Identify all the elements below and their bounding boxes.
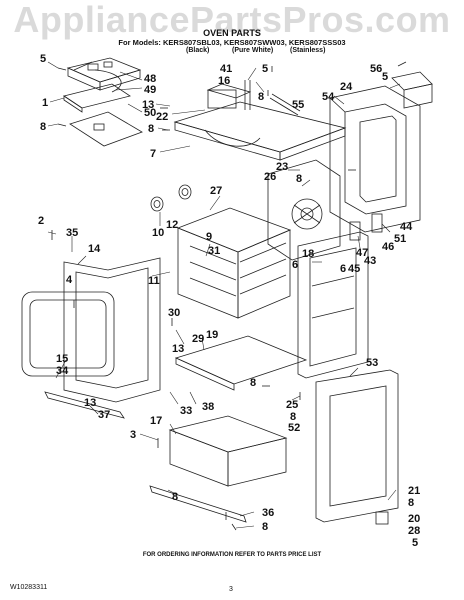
oven-bottom-panel-drawing xyxy=(174,335,308,391)
rear-insulation-wrap-drawing xyxy=(329,85,421,233)
callout-8: 8 xyxy=(296,173,302,185)
callout-43: 43 xyxy=(364,255,376,267)
callout-38: 38 xyxy=(202,401,214,413)
callout-3: 3 xyxy=(130,429,136,441)
front-frame-drawing xyxy=(63,257,161,403)
callout-22: 22 xyxy=(156,111,168,123)
callout-8: 8 xyxy=(172,491,178,503)
callout-12: 12 xyxy=(166,219,178,231)
callout-30: 30 xyxy=(168,307,180,319)
callout-8: 8 xyxy=(40,121,46,133)
callout-50: 50 xyxy=(144,107,156,119)
callout-5: 5 xyxy=(382,71,388,83)
callout-6: 6 xyxy=(340,263,346,275)
callout-44: 44 xyxy=(400,221,413,233)
callout-10: 10 xyxy=(152,227,164,239)
light-socket-drawing xyxy=(150,184,192,212)
callout-25: 25 xyxy=(286,399,298,411)
callout-19: 19 xyxy=(206,329,218,341)
callout-51: 51 xyxy=(394,233,406,245)
callout-24: 24 xyxy=(340,81,353,93)
document-id: W10283311 xyxy=(10,584,48,591)
callout-14: 14 xyxy=(88,243,101,255)
finish-black: (Black) xyxy=(186,47,210,54)
callout-6: 6 xyxy=(292,259,298,271)
callout-27: 27 xyxy=(210,185,222,197)
callout-5: 5 xyxy=(412,537,418,549)
callout-49: 49 xyxy=(144,84,156,96)
wire-harness-drawing xyxy=(94,69,122,93)
callout-7: 7 xyxy=(150,148,156,160)
outer-door-drawing xyxy=(315,369,399,523)
insulation-panel-drawing xyxy=(69,111,143,147)
callout-47: 47 xyxy=(356,247,368,259)
convection-fan-assembly-drawing xyxy=(267,159,341,261)
page-number: 3 xyxy=(229,586,233,593)
callout-5: 5 xyxy=(262,63,268,75)
callout-8: 8 xyxy=(290,411,296,423)
callout-16: 16 xyxy=(218,75,230,87)
callout-53: 53 xyxy=(366,357,378,369)
callout-37: 37 xyxy=(98,409,110,421)
door-gasket-drawing xyxy=(21,291,115,377)
callout-20: 20 xyxy=(408,513,420,525)
callout-13: 13 xyxy=(172,343,184,355)
storage-drawer-drawing xyxy=(168,415,288,487)
callout-29: 29 xyxy=(192,333,204,345)
callout-11: 11 xyxy=(148,275,160,287)
small-bracket-drawing xyxy=(391,71,433,109)
control-bracket-drawing xyxy=(66,57,142,91)
callout-52: 52 xyxy=(288,422,300,434)
callout-31: 31 xyxy=(208,245,220,257)
callout-35: 35 xyxy=(66,227,78,239)
callout-labels: 5 48 49 1 50 8 13 22 8 7 41 5 16 8 55 56… xyxy=(38,53,420,549)
callout-36: 36 xyxy=(262,507,274,519)
callout-17: 17 xyxy=(150,415,162,427)
callout-55: 55 xyxy=(292,99,304,111)
page-title: OVEN PARTS xyxy=(203,28,261,38)
door-hinge-drawing xyxy=(349,213,389,525)
bottom-trim-drawing xyxy=(44,391,125,419)
callout-8: 8 xyxy=(258,91,264,103)
model-list: For Models: KERS807SBL03, KERS807SWW03, … xyxy=(118,38,346,47)
screw-fastener-drawing xyxy=(51,61,407,531)
callout-48: 48 xyxy=(144,73,156,85)
callout-18: 18 xyxy=(302,248,314,260)
drawer-slide-drawing xyxy=(149,485,247,523)
callout-21: 21 xyxy=(408,485,420,497)
callout-9: 9 xyxy=(206,231,212,243)
callout-46: 46 xyxy=(382,241,394,253)
callout-54: 54 xyxy=(322,91,335,103)
callout-1: 1 xyxy=(42,97,48,109)
callout-45: 45 xyxy=(348,263,360,275)
callout-15: 15 xyxy=(56,353,68,365)
callout-23: 23 xyxy=(276,161,288,173)
callout-41: 41 xyxy=(220,63,232,75)
callout-2: 2 xyxy=(38,215,44,227)
finish-white: (Pure White) xyxy=(232,47,274,54)
mounting-panel-drawing xyxy=(63,83,131,113)
leader-lines xyxy=(47,61,401,529)
callout-13: 13 xyxy=(142,99,154,111)
callout-4: 4 xyxy=(66,274,73,286)
finish-stainless: (Stainless) xyxy=(290,47,326,54)
callout-33: 33 xyxy=(180,405,192,417)
callout-8: 8 xyxy=(408,497,414,509)
callout-5: 5 xyxy=(40,53,46,65)
callout-28: 28 xyxy=(408,525,420,537)
callout-8: 8 xyxy=(148,123,154,135)
callout-13: 13 xyxy=(84,397,96,409)
callout-56: 56 xyxy=(370,63,382,75)
callout-26: 26 xyxy=(264,171,276,183)
watermark: AppliancePartsPros.com xyxy=(13,0,451,40)
callout-8: 8 xyxy=(250,377,256,389)
callout-34: 34 xyxy=(56,365,69,377)
oven-cavity-drawing xyxy=(176,207,292,319)
callout-8: 8 xyxy=(262,521,268,533)
ordering-note: FOR ORDERING INFORMATION REFER TO PARTS … xyxy=(142,552,322,558)
